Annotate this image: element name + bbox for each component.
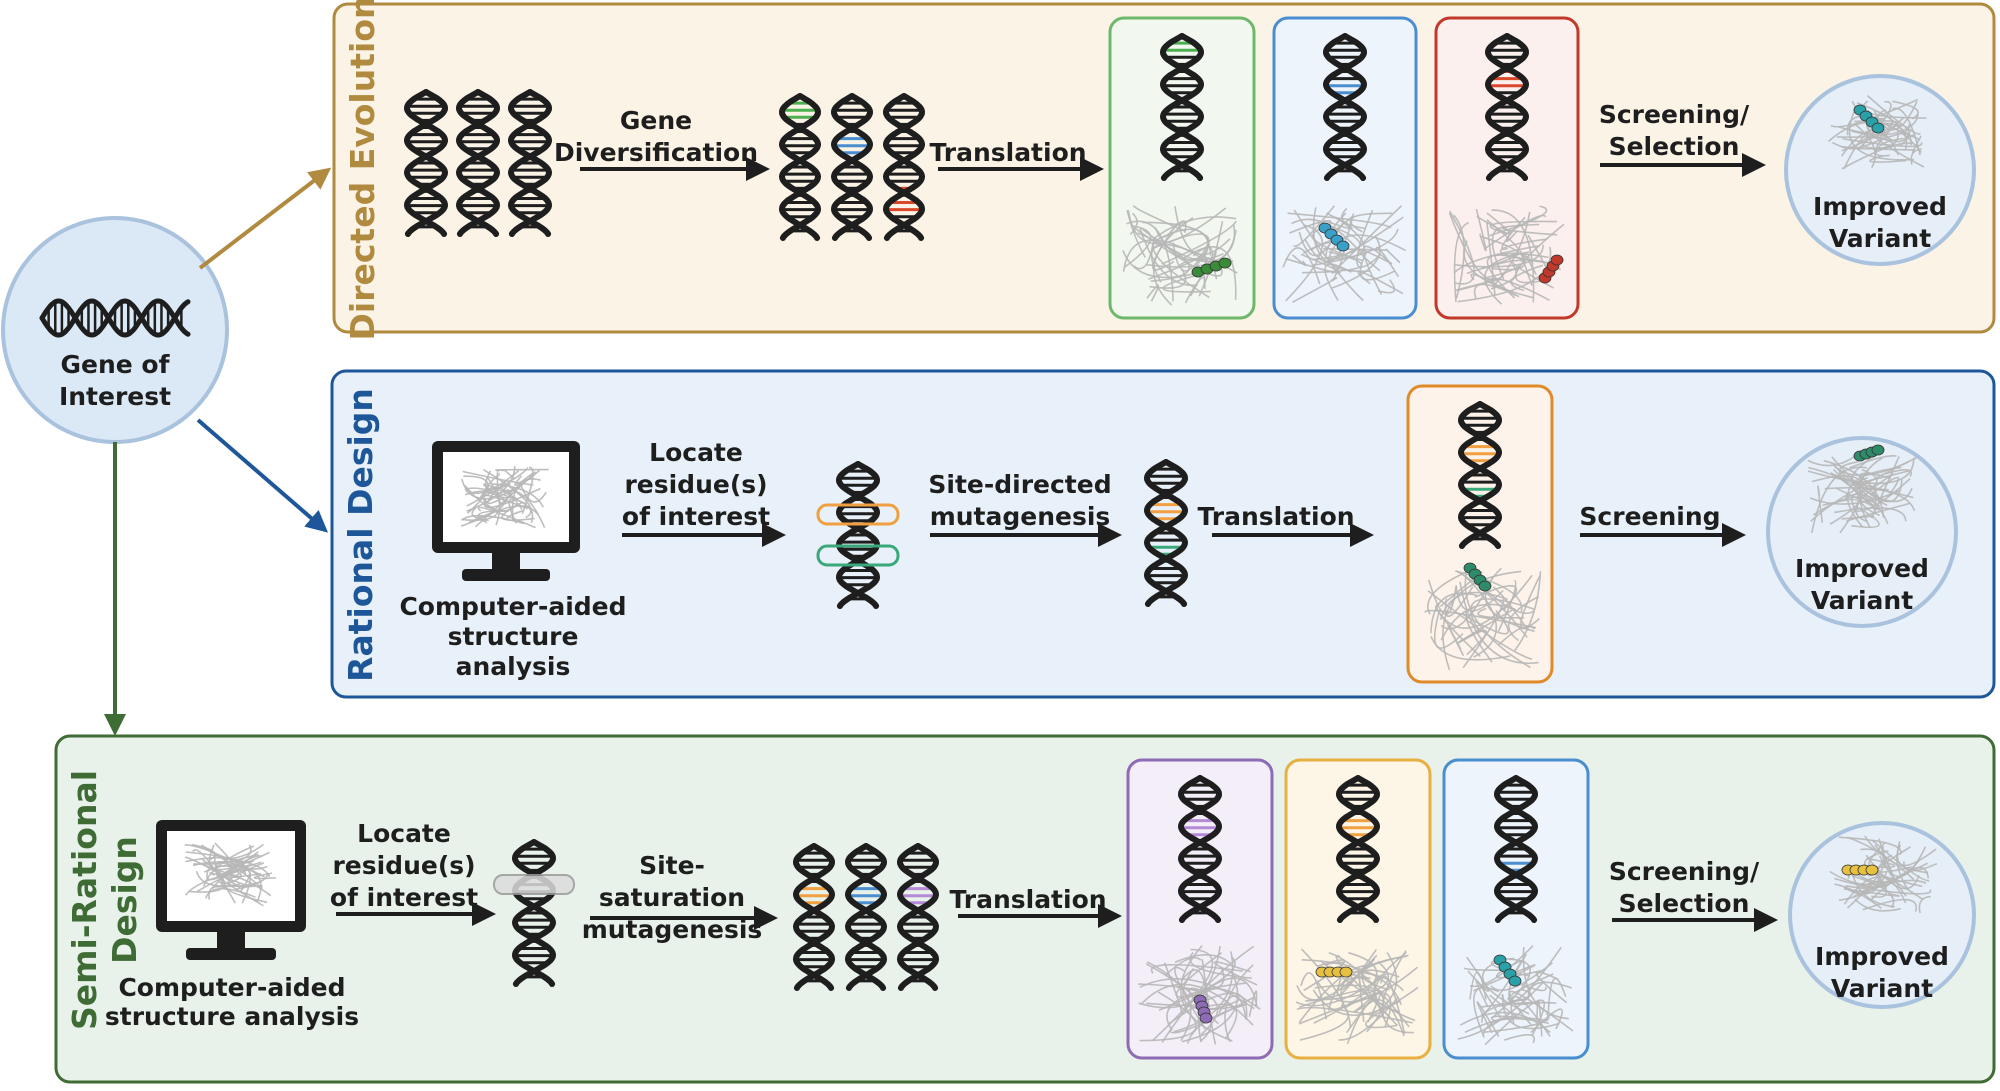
residue-highlight-green bbox=[816, 544, 900, 567]
directed-evolution-title: Directed Evolution bbox=[343, 0, 382, 340]
dna-variant-orange-icon bbox=[792, 843, 836, 991]
screening-selection-label-line1: Screening/ bbox=[1599, 100, 1750, 129]
semi-locate-label-line1: Locate bbox=[357, 819, 451, 848]
dna-variant-purple-icon bbox=[1177, 775, 1223, 923]
gene-diversification-label-line1: Gene bbox=[620, 106, 692, 135]
semi-screening-label-line2: Selection bbox=[1619, 889, 1750, 918]
semi-computer-label-line2: structure analysis bbox=[105, 1002, 359, 1031]
residue-highlight-orange bbox=[816, 503, 900, 526]
semi-rational-title-line1: Semi-Rational bbox=[65, 770, 104, 1030]
protein-structure-icon bbox=[1457, 945, 1574, 1046]
protein-structure-icon bbox=[1448, 205, 1565, 305]
dna-icon bbox=[39, 298, 191, 338]
dna-variant-red-icon bbox=[882, 93, 926, 241]
protein-structure-icon bbox=[184, 842, 276, 907]
locate-residues-label-line1: Locate bbox=[649, 438, 743, 467]
computer-aided-label-line1: Computer-aided bbox=[399, 592, 626, 621]
improved-variant-circle bbox=[1766, 436, 1958, 628]
protein-structure-icon bbox=[460, 466, 549, 529]
dna-variant-orange-icon bbox=[1335, 775, 1381, 923]
improved-variant-label-line2: Variant bbox=[1811, 586, 1913, 615]
protein-structure-icon bbox=[1807, 444, 1918, 534]
dna-helix-icon bbox=[403, 89, 449, 237]
translation-label: Translation bbox=[929, 138, 1086, 167]
dna-variant-green-icon bbox=[778, 93, 822, 241]
site-directed-label-line2: mutagenesis bbox=[930, 502, 1111, 531]
protein-structure-icon bbox=[1827, 95, 1927, 170]
dna-variant-blue-icon bbox=[844, 843, 888, 991]
dna-variant-purple-icon bbox=[896, 843, 940, 991]
semi-computer-label-line1: Computer-aided bbox=[118, 973, 345, 1002]
improved-variant-label-line1: Improved bbox=[1815, 942, 1949, 971]
dna-variant-orange-green-icon bbox=[1457, 401, 1503, 549]
dna-variant-blue-icon bbox=[1322, 33, 1368, 181]
dna-variant-red-icon bbox=[1484, 33, 1530, 181]
dna-helix-icon bbox=[835, 461, 881, 609]
arrow-to-directed-evolution bbox=[198, 167, 332, 270]
improved-variant-label-line1: Improved bbox=[1813, 192, 1947, 221]
protein-structure-icon bbox=[1138, 945, 1261, 1045]
semi-locate-label-line2: residue(s) bbox=[332, 851, 475, 880]
improved-variant-label-line2: Variant bbox=[1831, 974, 1933, 1003]
protein-structure-icon bbox=[1122, 204, 1238, 306]
dna-variant-blue-icon bbox=[1493, 775, 1539, 923]
dna-helix-icon bbox=[511, 839, 557, 987]
site-saturation-label-line2: saturation bbox=[599, 883, 745, 912]
rational-translation-label: Translation bbox=[1197, 502, 1354, 531]
dna-helix-icon bbox=[507, 89, 553, 237]
improved-variant-label-line2: Variant bbox=[1829, 224, 1931, 253]
site-saturation-label-line1: Site- bbox=[639, 851, 705, 880]
dna-helix-icon bbox=[455, 89, 501, 237]
semi-rational-title-line2: Design bbox=[105, 836, 144, 964]
computer-aided-label-line2: structure bbox=[448, 622, 579, 651]
protein-structure-icon bbox=[1424, 562, 1542, 671]
improved-variant-label-line1: Improved bbox=[1795, 554, 1929, 583]
protein-structure-icon bbox=[1295, 948, 1419, 1045]
computer-aided-label-line3: analysis bbox=[456, 652, 571, 681]
arrow-to-rational-design bbox=[196, 418, 329, 533]
semi-locate-label-line3: of interest bbox=[330, 883, 478, 912]
gene-diversification-label-line2: Diversification bbox=[554, 138, 758, 167]
protein-structure-icon bbox=[1829, 835, 1938, 914]
protein-structure-icon bbox=[1282, 205, 1407, 304]
improved-variant-circle bbox=[1788, 821, 1976, 1009]
gene-label-line2: Interest bbox=[59, 382, 171, 411]
screening-selection-label-line2: Selection bbox=[1609, 132, 1740, 161]
semi-translation-label: Translation bbox=[949, 885, 1106, 914]
gene-label-line1: Gene of bbox=[61, 350, 171, 379]
dna-variant-green-icon bbox=[1159, 33, 1205, 181]
dna-variant-blue-icon bbox=[830, 93, 874, 241]
screening-label: Screening bbox=[1579, 502, 1720, 531]
residue-highlight-gray bbox=[493, 874, 575, 895]
rational-design-title: Rational Design bbox=[341, 388, 380, 682]
semi-screening-label-line1: Screening/ bbox=[1609, 857, 1760, 886]
site-directed-label-line1: Site-directed bbox=[928, 470, 1111, 499]
locate-residues-label-line3: of interest bbox=[622, 502, 770, 531]
improved-variant-circle bbox=[1784, 74, 1976, 266]
dna-variant-orange-green-icon bbox=[1143, 459, 1189, 607]
locate-residues-label-line2: residue(s) bbox=[624, 470, 767, 499]
